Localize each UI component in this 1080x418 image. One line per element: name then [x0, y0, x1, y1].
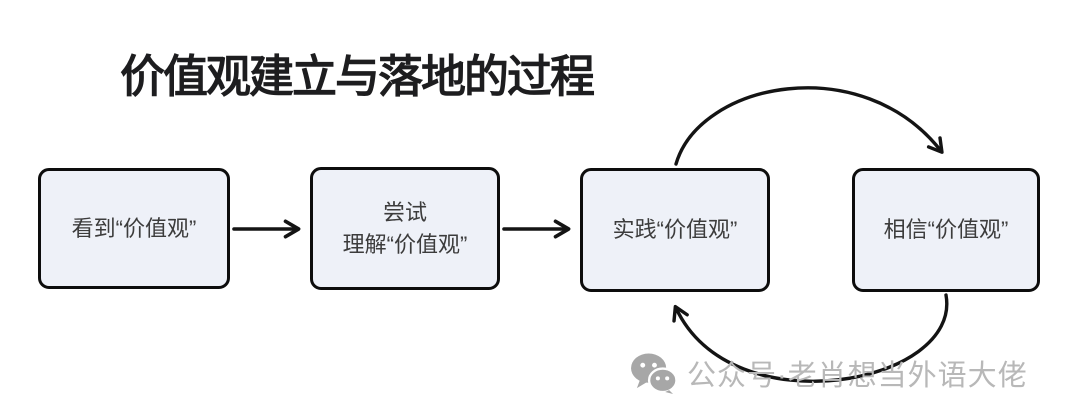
- flow-box-label: 实践“价值观”: [612, 217, 738, 243]
- curve-arrow-practice-to-believe: [674, 86, 944, 166]
- flow-box-see-values: 看到“价值观”: [38, 168, 230, 289]
- flow-box-believe-values: 相信“价值观”: [852, 168, 1040, 292]
- flow-box-label: 相信“价值观”: [883, 217, 1009, 243]
- wechat-icon: [631, 353, 677, 394]
- flow-box-label-line1: 尝试: [382, 199, 427, 225]
- flow-box-understand-values: 尝试 理解“价值观”: [310, 167, 500, 290]
- watermark-text: 公众号·老肖想当外语大佬: [687, 360, 1028, 392]
- diagram-title: 价值观建立与落地的过程: [120, 51, 595, 102]
- flow-box-label: 看到“价值观”: [71, 215, 197, 241]
- watermark: 公众号·老肖想当外语大佬: [630, 352, 1028, 394]
- flow-box-label-line2: 理解“价值观”: [342, 231, 468, 257]
- flow-box-practice-values: 实践“价值观”: [580, 168, 770, 292]
